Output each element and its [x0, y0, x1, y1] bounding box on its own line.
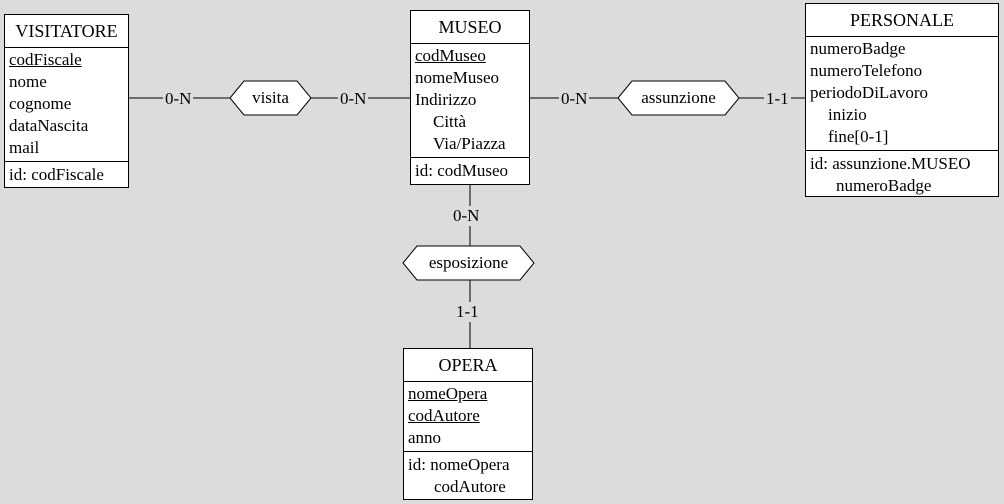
attribute: nome [9, 72, 47, 91]
identifier: id: nomeOpera [408, 455, 510, 474]
entity-museo: MUSEO codMuseo nomeMuseo Indirizzo Città… [410, 10, 530, 185]
attribute-list: codFiscale nome cognome dataNascita mail [5, 48, 128, 161]
attribute: nomeMuseo [415, 68, 500, 87]
attribute-list: numeroBadge numeroTelefono periodoDiLavo… [806, 37, 998, 150]
sub-attribute: inizio [828, 105, 867, 124]
attribute: Indirizzo [415, 90, 477, 109]
relationship-esposizione-shape [402, 245, 535, 281]
cardinality-museo-visita: 0-N [338, 89, 369, 109]
attribute-list: codMuseo nomeMuseo Indirizzo Città Via/P… [411, 44, 529, 157]
relationship-assunzione-shape [617, 80, 740, 116]
relationship-visita: visita [252, 88, 289, 107]
attribute-key: codFiscale [9, 50, 82, 69]
attribute-list: nomeOpera codAutore anno [404, 382, 532, 451]
entity-title: VISITATORE [5, 15, 128, 48]
identifier-section: id: codFiscale [5, 161, 128, 188]
relationship-assunzione: assunzione [641, 88, 716, 107]
relationship-visita-shape [229, 80, 312, 116]
identifier: id: assunzione.MUSEO [810, 154, 971, 173]
entity-personale: PERSONALE numeroBadge numeroTelefono per… [805, 3, 999, 197]
identifier-section: id: nomeOpera codAutore [404, 451, 532, 500]
entity-opera: OPERA nomeOpera codAutore anno id: nomeO… [403, 348, 533, 500]
attribute: numeroBadge [810, 39, 906, 58]
identifier: codAutore [434, 477, 506, 496]
entity-visitatore: VISITATORE codFiscale nome cognome dataN… [4, 14, 129, 188]
attribute: numeroTelefono [810, 61, 923, 80]
attribute-key: codAutore [408, 406, 480, 425]
attribute: dataNascita [9, 116, 89, 135]
cardinality-museo-esposizione: 0-N [451, 206, 482, 226]
cardinality-personale-assunzione: 1-1 [764, 89, 791, 109]
identifier: id: codFiscale [9, 165, 104, 184]
entity-title: PERSONALE [806, 4, 998, 37]
identifier: numeroBadge [836, 176, 932, 195]
attribute: anno [408, 428, 442, 447]
cardinality-museo-assunzione: 0-N [559, 89, 590, 109]
attribute-key: nomeOpera [408, 384, 488, 403]
entity-title: MUSEO [411, 11, 529, 44]
identifier: id: codMuseo [415, 161, 509, 180]
attribute-key: codMuseo [415, 46, 486, 65]
identifier-section: id: assunzione.MUSEO numeroBadge [806, 150, 998, 199]
attribute: periodoDiLavoro [810, 83, 929, 102]
cardinality-visitatore-visita: 0-N [163, 89, 194, 109]
attribute: cognome [9, 94, 72, 113]
attribute: mail [9, 138, 40, 157]
entity-title: OPERA [404, 349, 532, 382]
sub-attribute: Via/Piazza [433, 134, 506, 153]
sub-attribute: fine[0-1] [828, 127, 889, 146]
sub-attribute: Città [433, 112, 467, 131]
relationship-esposizione: esposizione [428, 253, 509, 272]
cardinality-opera-esposizione: 1-1 [454, 302, 481, 322]
identifier-section: id: codMuseo [411, 157, 529, 184]
